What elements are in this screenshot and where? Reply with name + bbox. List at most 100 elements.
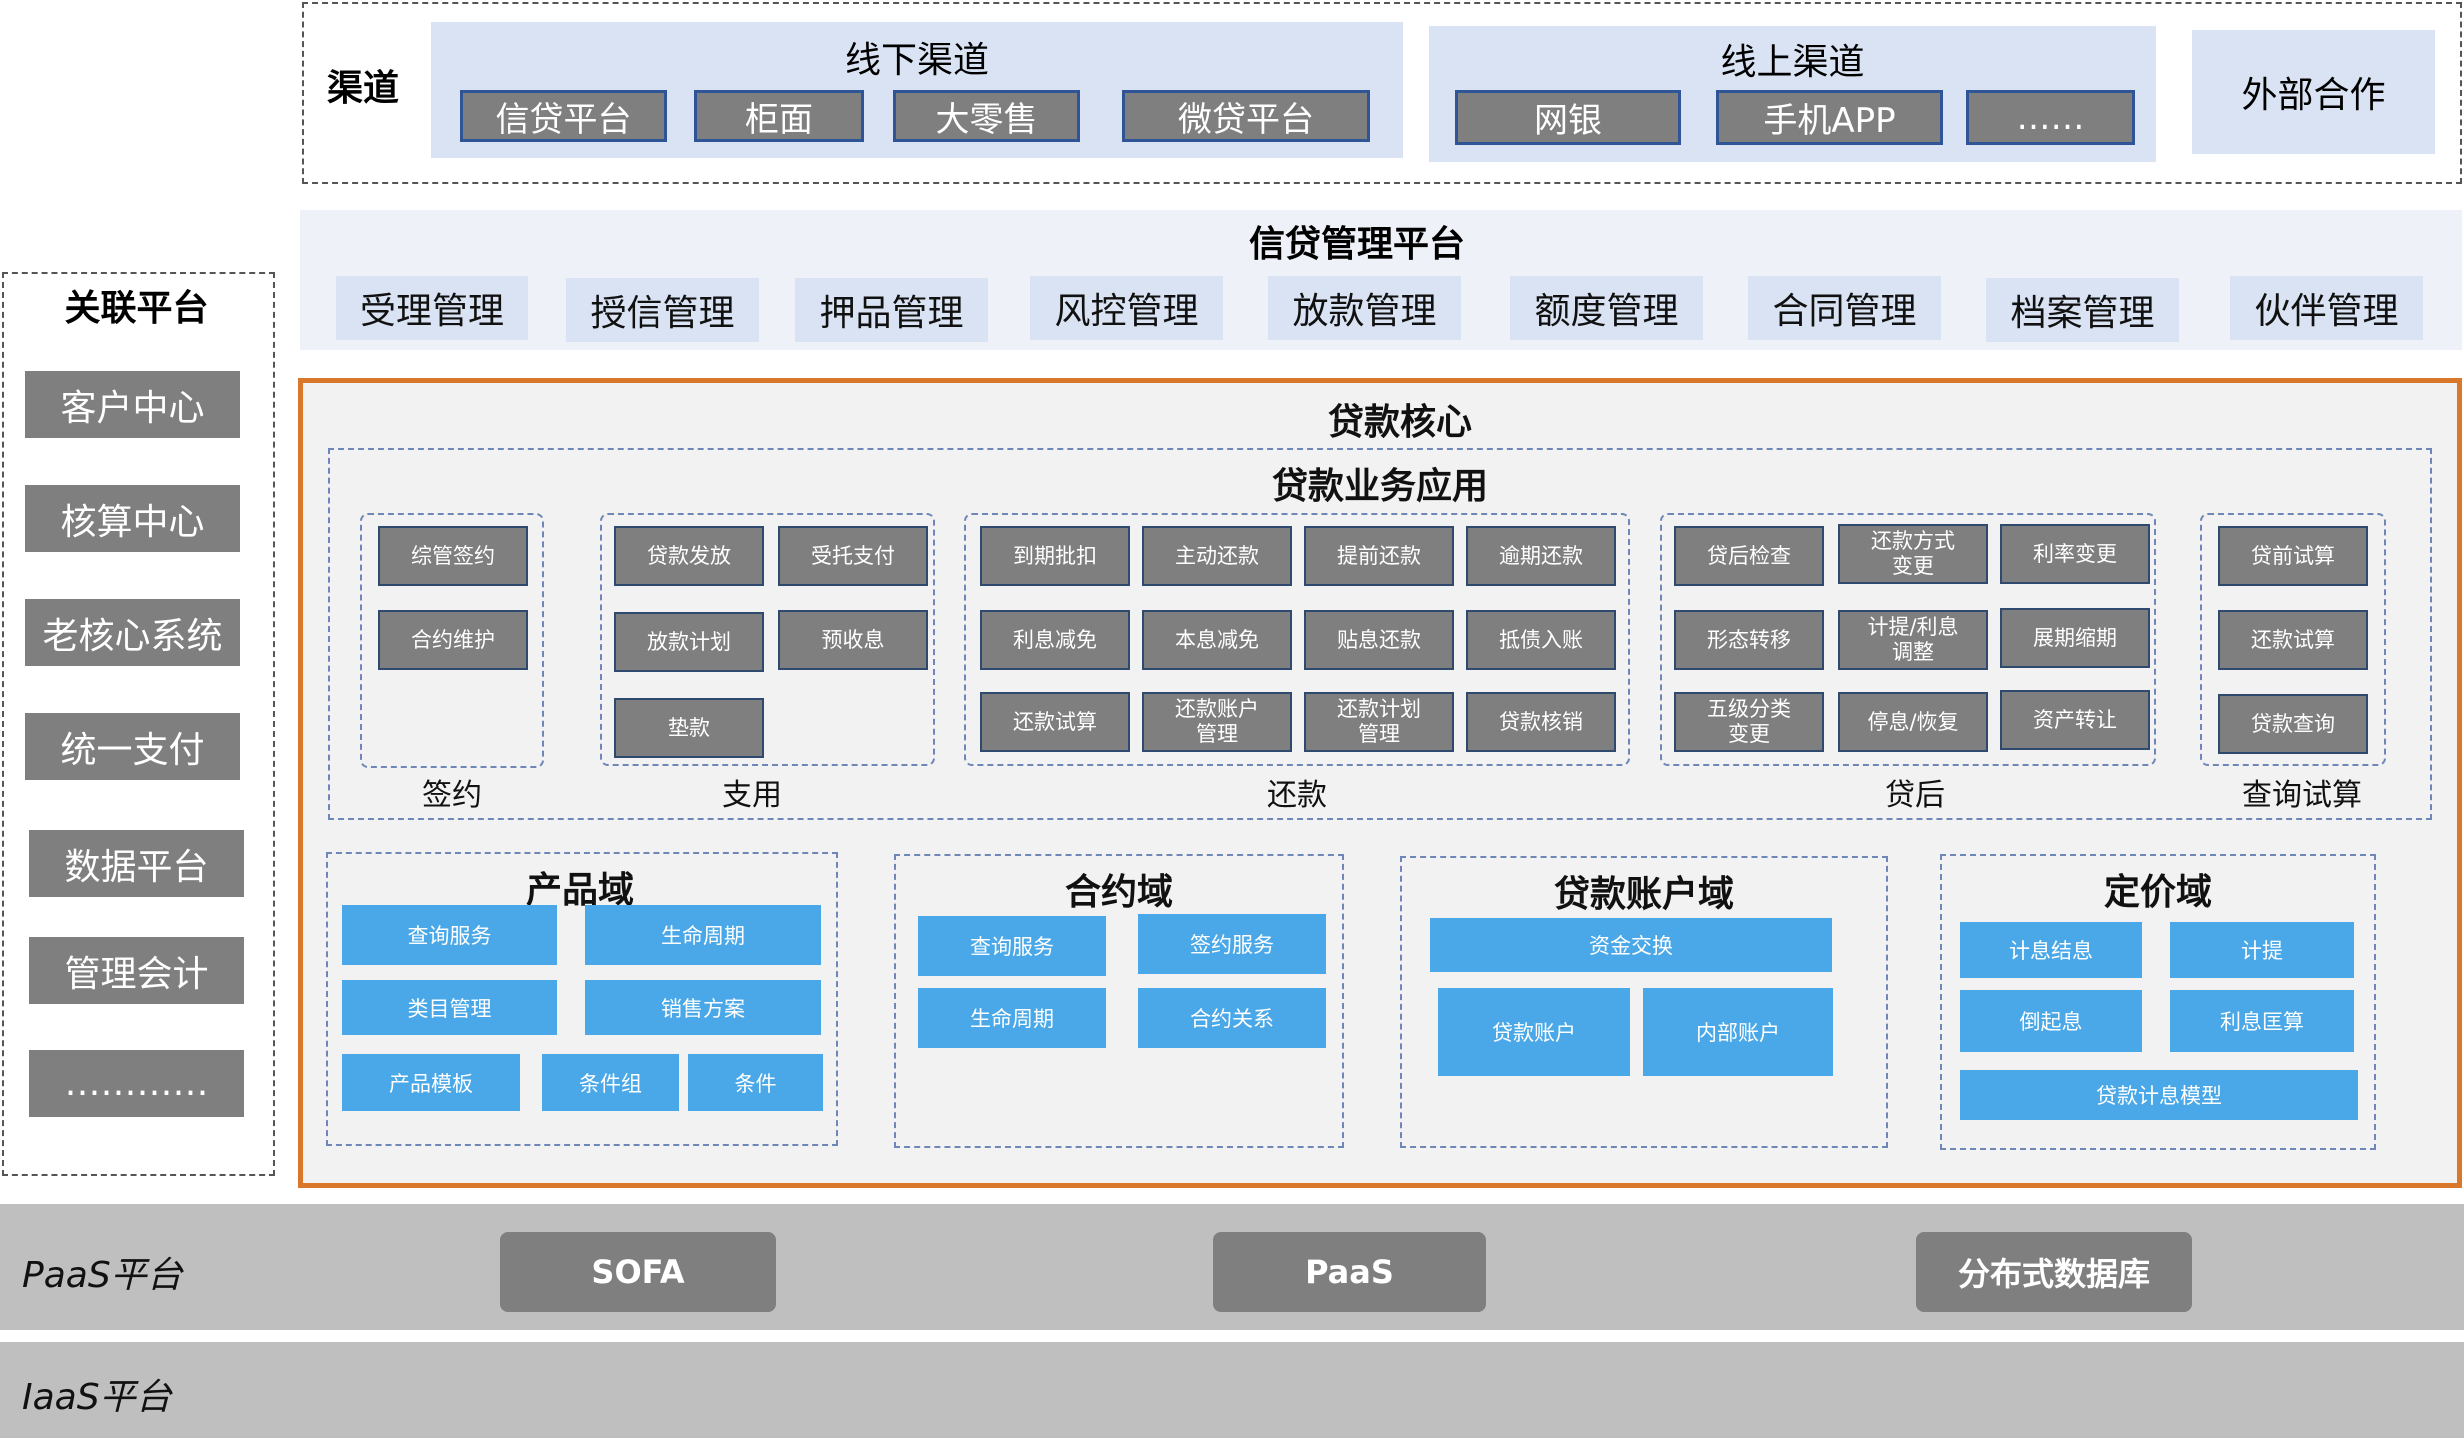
product-category-mgmt[interactable]: 类目管理 — [342, 980, 557, 1035]
related-unified-payment[interactable]: 统一支付 — [25, 713, 240, 780]
module-accrual-interest-adjust[interactable]: 计提/利息调整 — [1838, 610, 1988, 670]
mgmt-item-disbursement[interactable]: 放款管理 — [1268, 276, 1461, 340]
module-loan-query[interactable]: 贷款查询 — [2218, 694, 2368, 754]
mgmt-item-quota[interactable]: 额度管理 — [1510, 276, 1703, 340]
module-advance-payment[interactable]: 垫款 — [614, 698, 764, 758]
loan-business-app-title: 贷款业务应用 — [1271, 466, 1488, 507]
channel-item-online-bank[interactable]: 网银 — [1455, 90, 1681, 145]
paas-item-paas[interactable]: PaaS — [1213, 1232, 1486, 1312]
related-management-accounting[interactable]: 管理会计 — [29, 937, 244, 1004]
domain-product-title: 产品域 — [525, 870, 634, 911]
module-rate-change[interactable]: 利率变更 — [2000, 524, 2150, 584]
group-post-loan — [1660, 513, 2156, 766]
module-extension-shortening[interactable]: 展期缩期 — [2000, 608, 2150, 668]
account-internal-account[interactable]: 内部账户 — [1643, 988, 1833, 1076]
module-subsidy-repayment[interactable]: 贴息还款 — [1304, 610, 1454, 670]
related-platforms-title: 关联平台 — [64, 288, 209, 329]
mgmt-item-contract[interactable]: 合同管理 — [1748, 276, 1941, 340]
contract-lifecycle[interactable]: 生命周期 — [918, 988, 1106, 1048]
external-cooperation[interactable]: 外部合作 — [2192, 30, 2435, 154]
related-customer-center[interactable]: 客户中心 — [25, 371, 240, 438]
group-post-loan-label: 贷后 — [1885, 778, 1945, 813]
module-overdue-repayment[interactable]: 逾期还款 — [1466, 526, 1616, 586]
module-loan-write-off[interactable]: 贷款核销 — [1466, 692, 1616, 752]
group-repay — [964, 513, 1630, 766]
mgmt-item-acceptance[interactable]: 受理管理 — [336, 276, 528, 340]
product-lifecycle[interactable]: 生命周期 — [585, 905, 821, 965]
contract-sign-service[interactable]: 签约服务 — [1138, 914, 1326, 974]
module-form-transfer[interactable]: 形态转移 — [1674, 610, 1824, 670]
online-channel-title: 线上渠道 — [1720, 42, 1865, 83]
group-query-trial — [2200, 513, 2386, 766]
domain-contract-title: 合约域 — [1064, 872, 1173, 913]
module-pre-loan-trial[interactable]: 贷前试算 — [2218, 526, 2368, 586]
module-early-repayment[interactable]: 提前还款 — [1304, 526, 1454, 586]
related-data-platform[interactable]: 数据平台 — [29, 830, 244, 897]
group-sign-label: 签约 — [422, 778, 482, 813]
module-prepaid-interest[interactable]: 预收息 — [778, 610, 928, 670]
mgmt-item-collateral[interactable]: 押品管理 — [795, 278, 988, 342]
module-five-level-classification[interactable]: 五级分类变更 — [1674, 692, 1824, 752]
pricing-interest-estimate[interactable]: 利息匡算 — [2170, 990, 2354, 1052]
account-fund-exchange[interactable]: 资金交换 — [1430, 918, 1832, 972]
related-more[interactable]: ………… — [29, 1050, 244, 1117]
product-condition[interactable]: 条件 — [688, 1054, 823, 1111]
module-post-loan-inspection[interactable]: 贷后检查 — [1674, 526, 1824, 586]
channel-item-mobile-app[interactable]: 手机APP — [1716, 90, 1943, 145]
module-contract-maintenance[interactable]: 合约维护 — [378, 610, 528, 670]
related-platforms-panel — [2, 272, 275, 1176]
pricing-back-dated-interest[interactable]: 倒起息 — [1960, 990, 2142, 1052]
mgmt-item-credit-granting[interactable]: 授信管理 — [566, 278, 759, 342]
mgmt-item-risk-control[interactable]: 风控管理 — [1030, 276, 1223, 340]
related-legacy-core[interactable]: 老核心系统 — [25, 599, 240, 666]
module-repayment-method-change[interactable]: 还款方式变更 — [1838, 524, 1988, 584]
loan-business-app — [328, 448, 2432, 820]
domain-loan-account — [1400, 856, 1888, 1148]
module-repayment-plan-mgmt[interactable]: 还款计划管理 — [1304, 692, 1454, 752]
channel-item-more[interactable]: …… — [1966, 90, 2135, 145]
contract-query-service[interactable]: 查询服务 — [918, 916, 1106, 976]
paas-item-sofa[interactable]: SOFA — [500, 1232, 776, 1312]
group-sign — [360, 513, 544, 768]
module-entrusted-payment[interactable]: 受托支付 — [778, 526, 928, 586]
pricing-loan-interest-model[interactable]: 贷款计息模型 — [1960, 1070, 2358, 1120]
module-active-repayment[interactable]: 主动还款 — [1142, 526, 1292, 586]
mgmt-item-partner[interactable]: 伙伴管理 — [2230, 276, 2423, 340]
module-repay-trial[interactable]: 还款试算 — [2218, 610, 2368, 670]
product-condition-group[interactable]: 条件组 — [542, 1054, 679, 1111]
module-sign-integrated[interactable]: 综管签约 — [378, 526, 528, 586]
paas-item-distributed-db[interactable]: 分布式数据库 — [1916, 1232, 2192, 1312]
module-asset-transfer[interactable]: 资产转让 — [2000, 690, 2150, 750]
account-loan-account[interactable]: 贷款账户 — [1438, 988, 1630, 1076]
pricing-accrual[interactable]: 计提 — [2170, 922, 2354, 978]
module-repayment-account-mgmt[interactable]: 还款账户管理 — [1142, 692, 1292, 752]
credit-mgmt-title: 信贷管理平台 — [1248, 224, 1465, 265]
contract-relation[interactable]: 合约关系 — [1138, 988, 1326, 1048]
module-interest-stop-resume[interactable]: 停息/恢复 — [1838, 692, 1988, 752]
product-sales-plan[interactable]: 销售方案 — [585, 980, 821, 1035]
module-disbursement-plan[interactable]: 放款计划 — [614, 612, 764, 672]
product-query-service[interactable]: 查询服务 — [342, 905, 557, 965]
channel-item-credit-platform[interactable]: 信贷平台 — [460, 90, 667, 142]
domain-loan-account-title: 贷款账户域 — [1553, 874, 1734, 915]
module-loan-disbursement[interactable]: 贷款发放 — [614, 526, 764, 586]
module-interest-waiver[interactable]: 利息减免 — [980, 610, 1130, 670]
mgmt-item-archive[interactable]: 档案管理 — [1986, 278, 2179, 342]
group-use — [600, 513, 935, 766]
module-principal-interest-waiver[interactable]: 本息减免 — [1142, 610, 1292, 670]
paas-label: PaaS平台 — [22, 1255, 183, 1296]
domain-pricing — [1940, 854, 2376, 1150]
channel-item-retail[interactable]: 大零售 — [893, 90, 1080, 142]
group-query-trial-label: 查询试算 — [2242, 778, 2362, 813]
channel-item-micro-loan[interactable]: 微贷平台 — [1122, 90, 1370, 142]
pricing-interest-settlement[interactable]: 计息结息 — [1960, 922, 2142, 978]
domain-contract — [894, 854, 1344, 1148]
channel-layer — [302, 2, 2462, 184]
module-repayment-trial[interactable]: 还款试算 — [980, 692, 1130, 752]
loan-core-title: 贷款核心 — [1327, 402, 1472, 443]
module-debt-offset[interactable]: 抵债入账 — [1466, 610, 1616, 670]
related-accounting-center[interactable]: 核算中心 — [25, 485, 240, 552]
module-due-batch-deduction[interactable]: 到期批扣 — [980, 526, 1130, 586]
channel-item-counter[interactable]: 柜面 — [694, 90, 864, 142]
product-template[interactable]: 产品模板 — [342, 1054, 520, 1111]
